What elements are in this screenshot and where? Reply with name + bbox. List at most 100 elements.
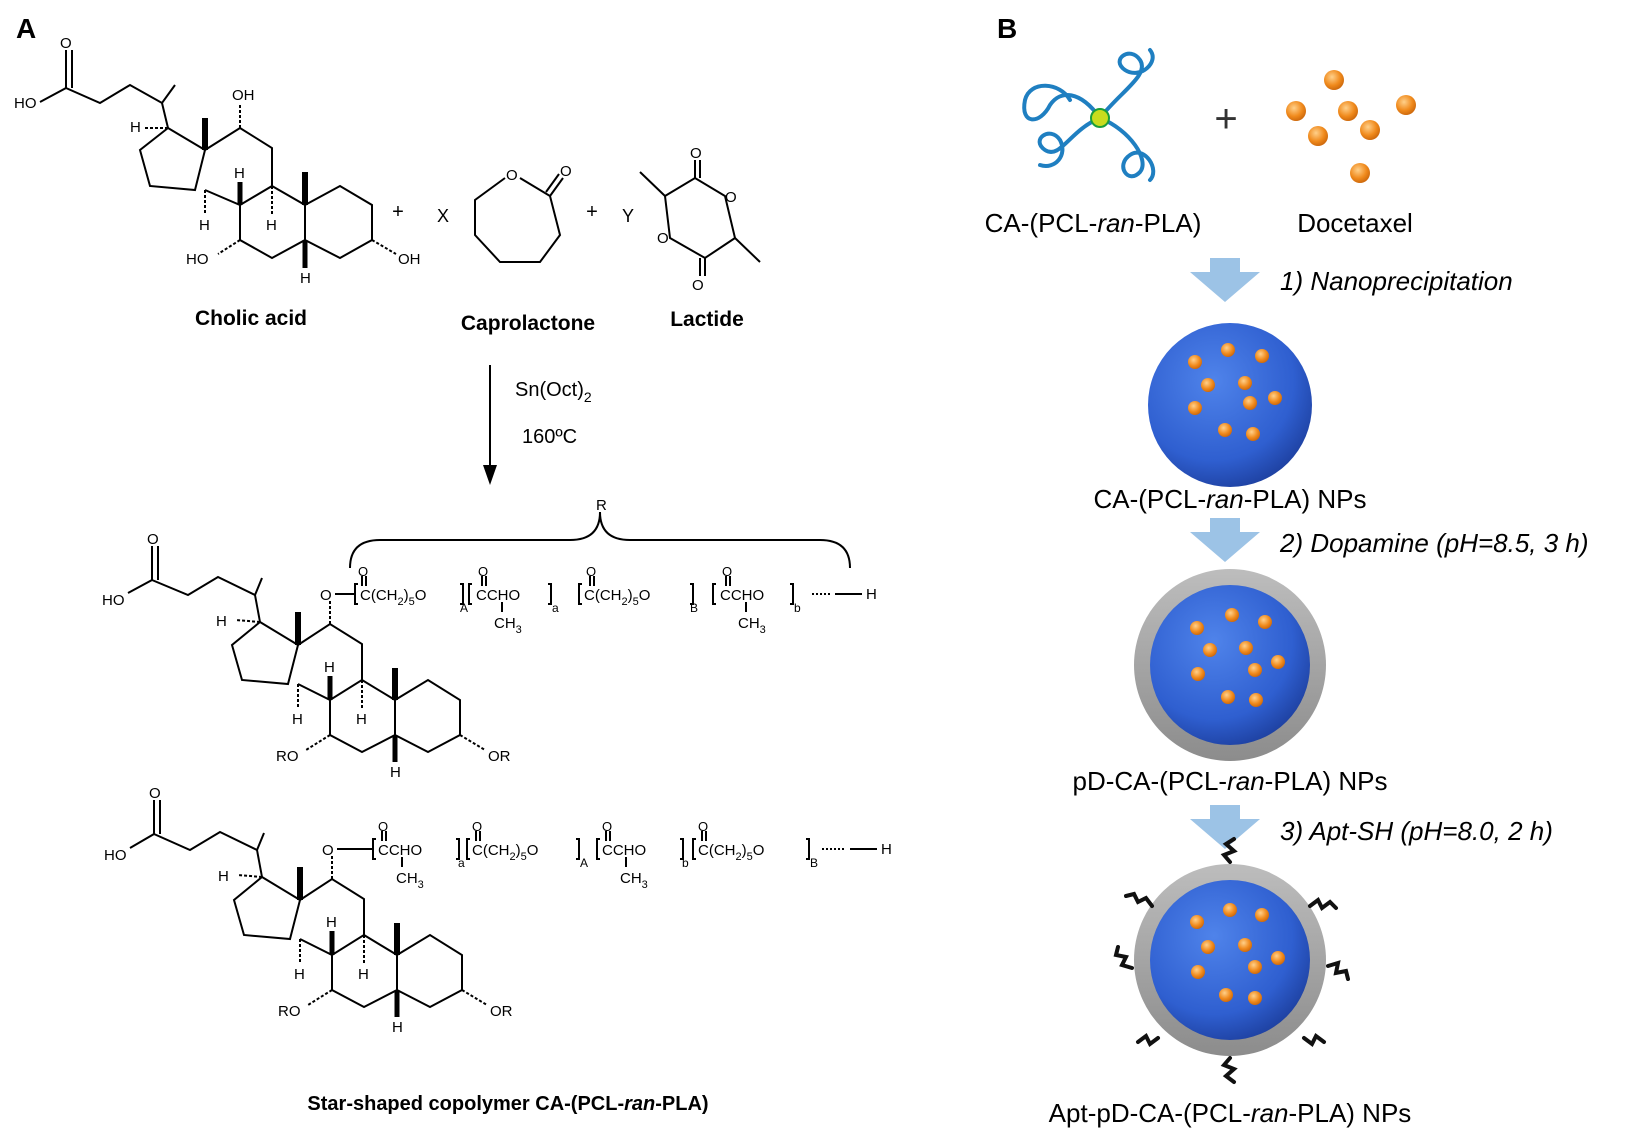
caprolactone-atoms: O O (506, 163, 572, 184)
svg-text:HO: HO (14, 95, 37, 112)
docetaxel-icon (1286, 70, 1416, 183)
svg-text:R: R (596, 497, 607, 514)
product-caption: Star-shaped copolymer CA-(PCL-ran-PLA) (307, 1093, 708, 1115)
nanoparticle-aptamer (1113, 837, 1350, 1084)
docetaxel-label: Docetaxel (1297, 208, 1413, 238)
svg-text:C(CH2)5O: C(CH2)5O (472, 842, 538, 863)
product-upper-atoms: R HO O H O H H H H RO OR H (102, 497, 877, 781)
svg-text:H: H (300, 270, 311, 287)
svg-text:OH: OH (232, 87, 255, 104)
svg-text:O: O (147, 531, 159, 548)
svg-text:OH: OH (398, 251, 421, 268)
svg-text:H: H (326, 914, 337, 931)
polymer-core-icon (1090, 108, 1110, 128)
svg-text:O: O (506, 167, 518, 184)
svg-text:HO: HO (104, 847, 127, 864)
svg-text:A: A (580, 856, 588, 870)
svg-text:O: O (725, 189, 737, 206)
svg-text:B: B (690, 601, 698, 615)
svg-text:CH3: CH3 (738, 615, 766, 636)
np-label-3: Apt-pD-CA-(PCL-ran-PLA) NPs (1049, 1098, 1412, 1128)
squiggle-icon (1113, 837, 1350, 1084)
svg-text:O: O (378, 819, 388, 834)
svg-text:H: H (356, 711, 367, 728)
svg-text:CCHO: CCHO (602, 842, 646, 859)
svg-text:CH3: CH3 (396, 870, 424, 891)
svg-text:H: H (881, 841, 892, 858)
nanoparticle-core (1148, 323, 1312, 487)
svg-text:O: O (322, 842, 334, 859)
svg-text:H: H (216, 613, 227, 630)
svg-text:a: a (458, 856, 465, 870)
svg-text:O: O (657, 230, 669, 247)
svg-text:O: O (690, 145, 702, 162)
product-lower-structure (129, 800, 877, 1017)
svg-text:H: H (234, 165, 245, 182)
svg-text:OR: OR (490, 1003, 513, 1020)
lactide-atoms: O O O O (657, 145, 737, 294)
svg-text:b: b (794, 601, 801, 615)
plus-sign-1: + (392, 201, 404, 223)
nanoparticle-pd-coated (1134, 569, 1326, 761)
star-polymer-icon (1022, 48, 1156, 182)
svg-text:H: H (130, 119, 141, 136)
svg-text:H: H (358, 966, 369, 983)
svg-text:H: H (292, 711, 303, 728)
svg-text:B: B (810, 856, 818, 870)
svg-text:O: O (60, 35, 72, 52)
product-lower-atoms: HO O H O H H H H RO OR H (104, 785, 892, 1036)
coefficient-x: X (437, 206, 449, 226)
catalyst-label: Sn(Oct)2 (515, 379, 592, 405)
caprolactone-name: Caprolactone (461, 312, 595, 335)
lactide-name: Lactide (670, 308, 744, 331)
step-2-label: 2) Dopamine (pH=8.5, 3 h) (1279, 528, 1589, 558)
product-upper-structure (127, 511, 862, 762)
svg-text:O: O (722, 564, 732, 579)
svg-text:O: O (586, 564, 596, 579)
lactide-structure (639, 160, 761, 276)
cholic-acid-structure (39, 50, 397, 268)
svg-text:CH3: CH3 (494, 615, 522, 636)
svg-text:C(CH2)5O: C(CH2)5O (360, 587, 426, 608)
svg-text:OR: OR (488, 748, 511, 765)
svg-text:O: O (692, 277, 704, 294)
caprolactone-structure (474, 173, 564, 263)
step-3-label: 3) Apt-SH (pH=8.0, 2 h) (1280, 816, 1553, 846)
down-arrow-icon (1190, 258, 1260, 849)
svg-text:H: H (390, 764, 401, 781)
svg-text:C(CH2)5O: C(CH2)5O (698, 842, 764, 863)
svg-text:HO: HO (102, 592, 125, 609)
svg-text:HO: HO (186, 251, 209, 268)
product-lower-chain: O CCHO CH3 a O C(CH2)5O A O CCHO CH3 b O… (378, 819, 818, 891)
svg-text:CH3: CH3 (620, 870, 648, 891)
svg-text:RO: RO (278, 1003, 301, 1020)
svg-text:H: H (294, 966, 305, 983)
polymer-label: CA-(PCL-ran-PLA) (985, 208, 1202, 238)
svg-text:O: O (602, 819, 612, 834)
svg-text:O: O (560, 163, 572, 180)
coefficient-y: Y (622, 206, 634, 226)
svg-text:CCHO: CCHO (378, 842, 422, 859)
svg-text:CCHO: CCHO (476, 587, 520, 604)
plus-sign-b: + (1214, 97, 1237, 141)
svg-text:H: H (866, 586, 877, 603)
reaction-arrow (483, 365, 497, 485)
step-1-label: 1) Nanoprecipitation (1280, 266, 1513, 296)
svg-text:CCHO: CCHO (720, 587, 764, 604)
plus-sign-2: + (586, 201, 598, 223)
svg-text:O: O (149, 785, 161, 802)
cholic-acid-name: Cholic acid (195, 307, 307, 330)
panel-b-label: B (997, 13, 1017, 44)
svg-text:O: O (320, 587, 332, 604)
svg-text:O: O (358, 564, 368, 579)
svg-text:H: H (218, 868, 229, 885)
svg-text:H: H (266, 217, 277, 234)
svg-text:H: H (199, 217, 210, 234)
np-label-1: CA-(PCL-ran-PLA) NPs (1093, 484, 1366, 514)
svg-text:RO: RO (276, 748, 299, 765)
np-label-2: pD-CA-(PCL-ran-PLA) NPs (1073, 766, 1388, 796)
svg-text:O: O (698, 819, 708, 834)
temperature-label: 160ºC (522, 426, 577, 448)
svg-text:O: O (472, 819, 482, 834)
svg-text:C(CH2)5O: C(CH2)5O (584, 587, 650, 608)
